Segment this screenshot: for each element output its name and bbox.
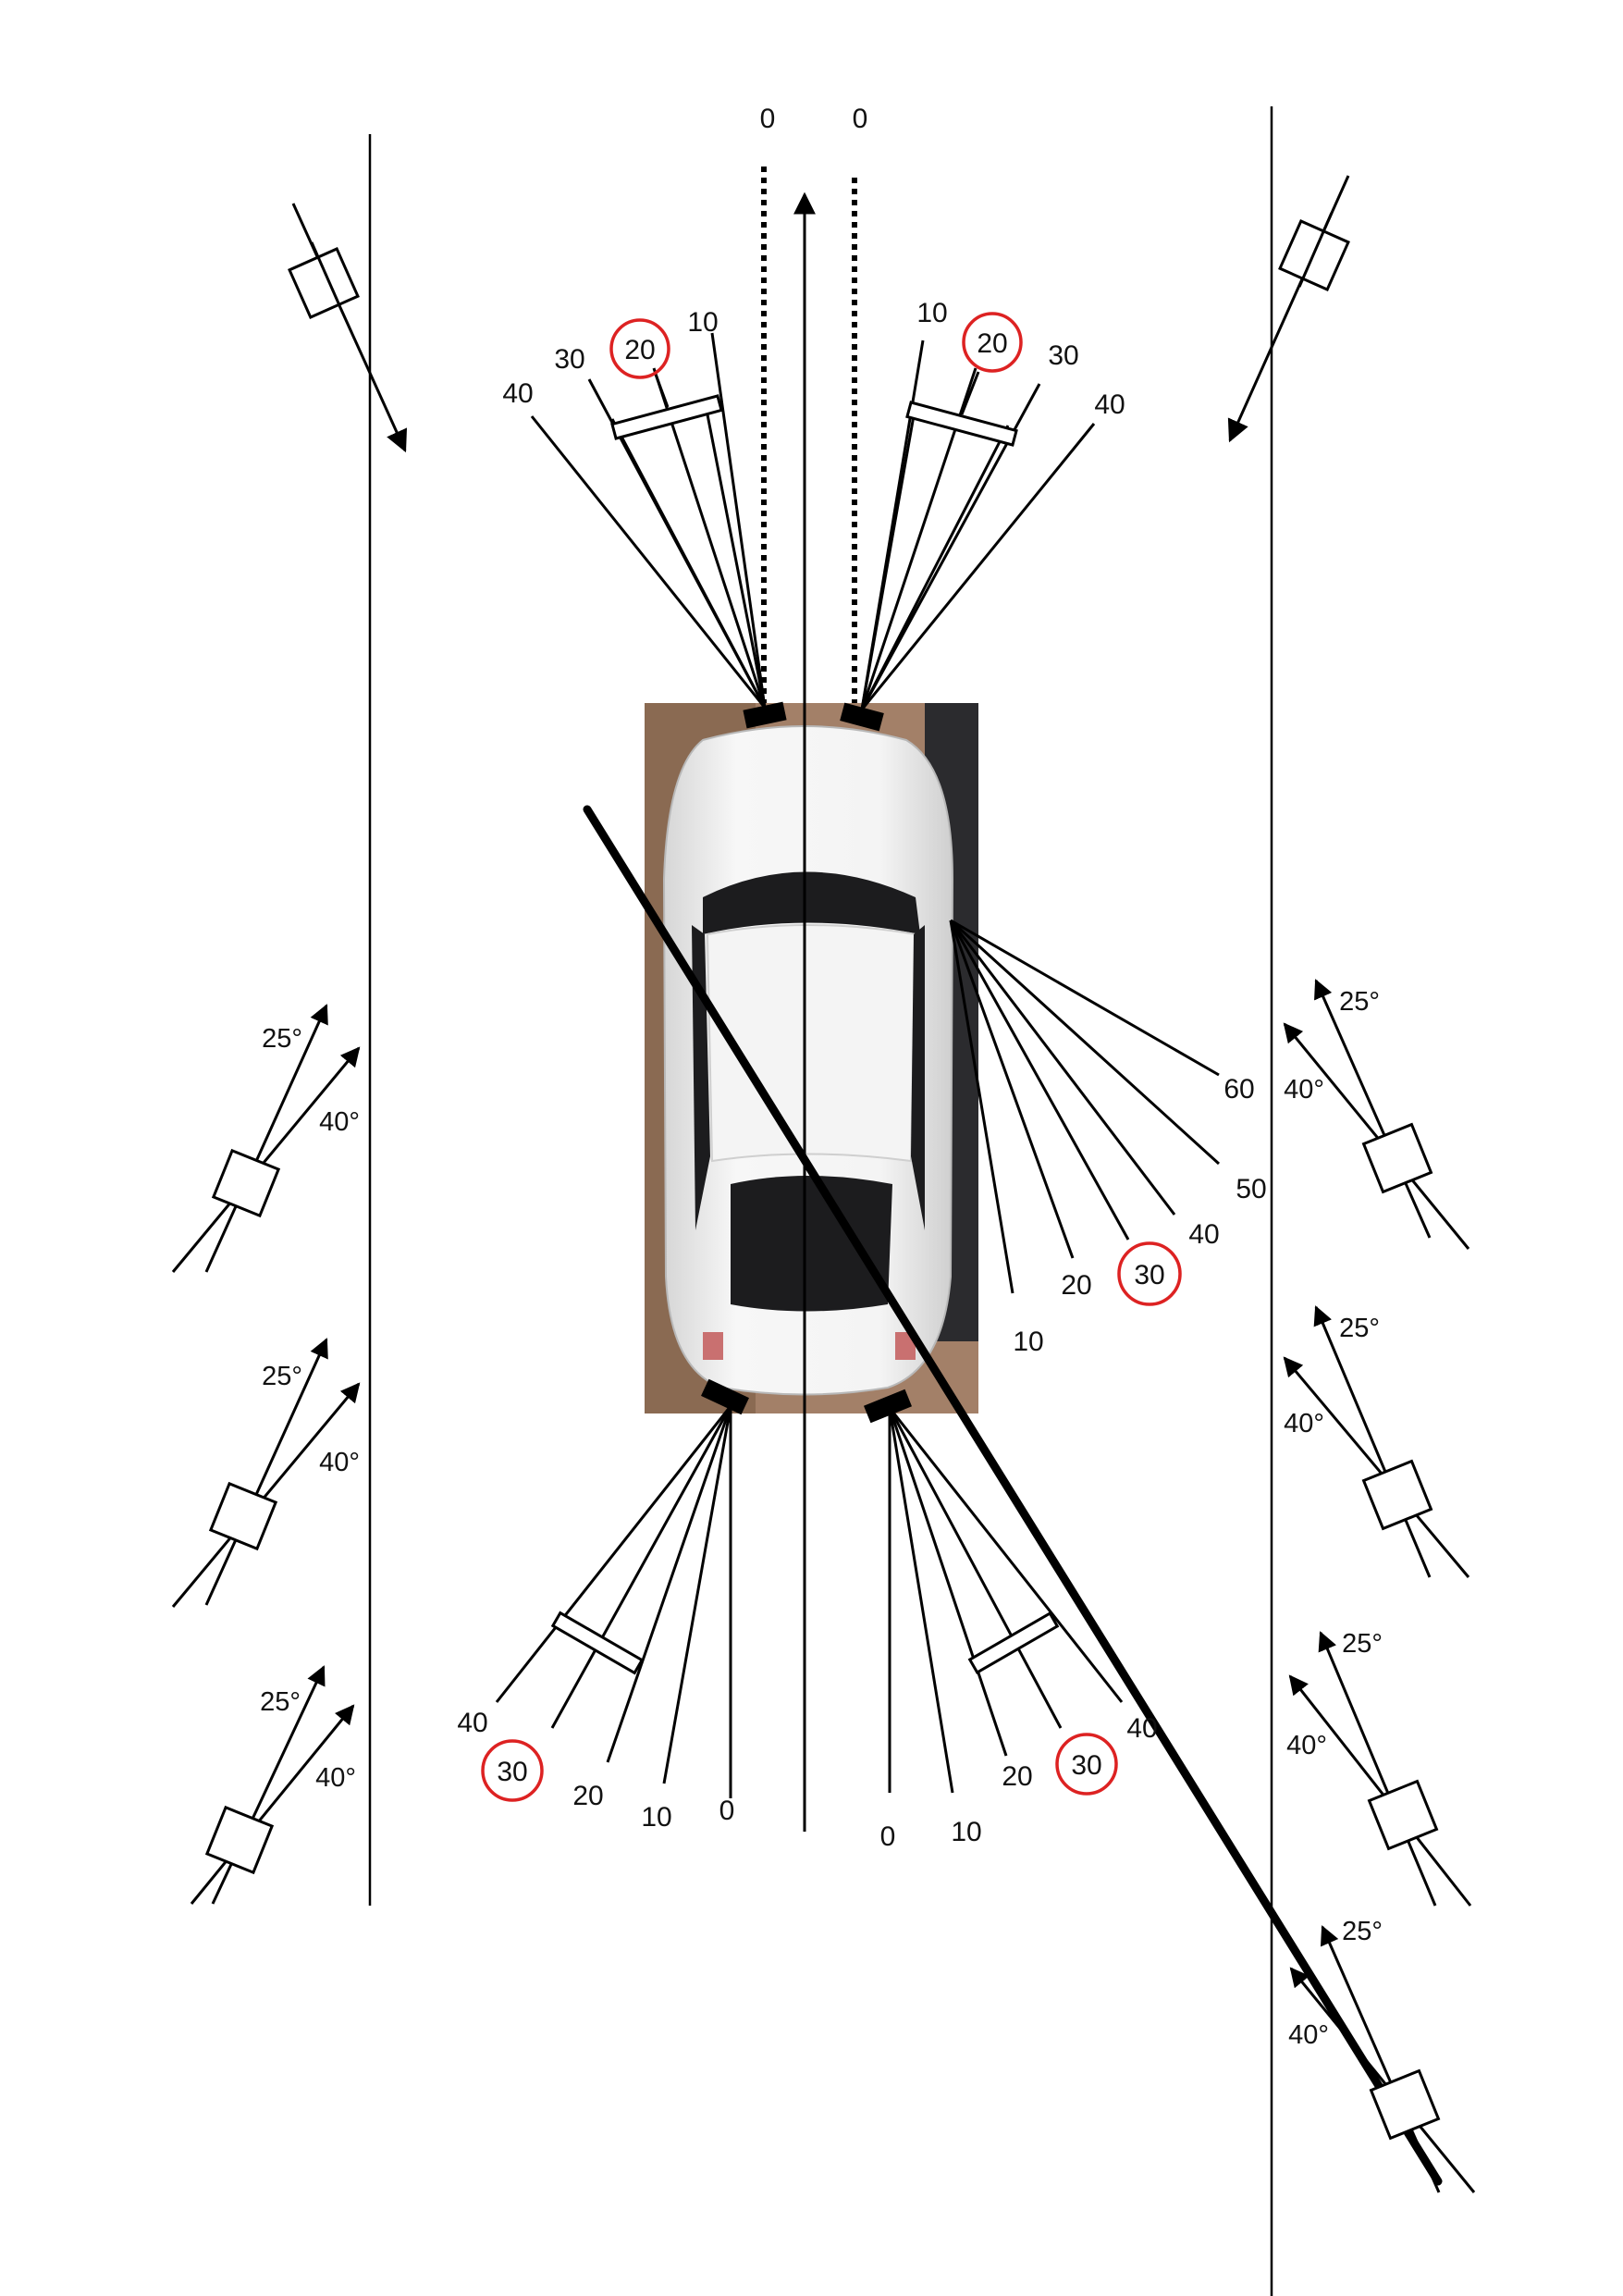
side-label-50: 50 [1236,1174,1266,1204]
fl-label-30: 30 [554,344,584,375]
right-target-3-angle-b: 40° [1286,1731,1327,1760]
fl-label-10: 10 [687,307,718,338]
right-target-2-angle-a: 25° [1339,1314,1380,1343]
pedestrian-box-icon [204,1805,275,1875]
rr-label-30: 30 [1071,1750,1101,1781]
front-axis-left-label: 0 [760,104,776,134]
fr-label-10: 10 [916,298,947,328]
car-windshield [703,871,920,934]
right-target-2: 25° 40° [1283,1305,1470,1578]
rear-left-sensor-fan: 30 40 20 10 0 [457,1378,749,1833]
rl-label-10: 10 [641,1802,671,1833]
car-left-taillight [703,1332,723,1360]
left-target-2-angle-a: 25° [262,1362,302,1391]
right-target-1-angle-b: 40° [1284,1075,1324,1105]
right-target-2-angle-b: 40° [1284,1409,1324,1438]
left-target-3-angle-b: 40° [315,1763,356,1793]
side-label-60: 60 [1223,1074,1254,1105]
left-target-2: 25° 40° [171,1338,361,1608]
fl-label-20: 20 [624,335,655,365]
front-left-sensor-fan: 20 10 30 40 [502,307,787,729]
fr-label-40: 40 [1094,389,1125,420]
car-roof [706,924,917,1163]
hatched-line-left [761,165,767,709]
front-right-sensor-icon [840,702,884,732]
front-left-sensor-icon [743,701,787,729]
rr-label-10: 10 [951,1817,981,1847]
front-right-highlight-ring [962,312,1023,373]
side-label-40: 40 [1188,1219,1219,1250]
right-target-1-angle-a: 25° [1339,987,1380,1017]
pedestrian-box-icon [1369,2068,1441,2141]
rear-right-sensor-icon [864,1389,912,1424]
pedestrian-box-icon [288,247,360,319]
rr-label-20: 20 [1002,1761,1032,1792]
right-target-1: 25° 40° [1283,979,1470,1250]
front-left-detect-bar [610,394,723,440]
side-label-30: 30 [1134,1260,1164,1290]
rl-label-40: 40 [457,1708,487,1738]
fr-label-20: 20 [977,328,1007,359]
pedestrian-box-icon [211,1148,281,1218]
diagonal-path-line [583,805,1443,2186]
right-target-3: 25° 40° [1286,1629,1472,1907]
front-axis-right-label: 0 [853,104,868,134]
front-right-detect-bar [905,401,1018,447]
car-right-taillight [895,1332,916,1360]
top-right-pedestrian-target [1227,175,1350,443]
rl-label-0: 0 [719,1796,735,1826]
pedestrian-box-icon [1361,1459,1433,1531]
right-target-4-angle-b: 40° [1288,2020,1329,2050]
rr-label-40: 40 [1126,1713,1157,1744]
pedestrian-box-icon [1367,1779,1439,1851]
rl-label-20: 20 [572,1781,603,1811]
right-side-sensor-fan: 30 60 50 40 20 10 [949,919,1267,1357]
rear-right-highlight-ring [1055,1733,1118,1796]
rear-left-highlight-ring [481,1739,544,1802]
left-target-1: 25° 40° [171,1004,361,1273]
left-target-1-angle-b: 40° [319,1107,360,1137]
pedestrian-box-icon [1361,1122,1433,1194]
car-rear-window [731,1176,892,1312]
fl-label-40: 40 [502,378,533,409]
rr-label-0: 0 [880,1821,896,1852]
hatched-line-right [852,174,857,709]
rl-label-30: 30 [497,1757,527,1787]
left-target-3-angle-a: 25° [260,1687,301,1717]
left-target-1-angle-a: 25° [262,1024,302,1054]
side-highlight-ring [1117,1241,1182,1306]
front-right-sensor-fan: 20 10 30 40 [840,298,1125,732]
right-target-3-angle-a: 25° [1342,1629,1383,1659]
pedestrian-box-icon [208,1481,278,1551]
car-right-windows [911,925,925,1230]
front-center-zero-lines: 0 0 [760,104,868,709]
rear-right-sensor-fan: 30 0 10 20 40 [864,1389,1158,1852]
rear-left-sensor-icon [701,1378,749,1415]
side-label-10: 10 [1013,1327,1043,1357]
rear-right-detect-bar [967,1611,1060,1674]
car-top-view-icon [645,703,978,1413]
fr-label-30: 30 [1048,340,1078,371]
top-left-pedestrian-target [288,203,408,453]
front-left-highlight-ring [609,318,670,379]
left-target-3: 25° 40° [190,1665,356,1905]
rear-left-detect-bar [550,1611,645,1675]
side-label-20: 20 [1061,1270,1091,1301]
right-target-4-angle-a: 25° [1342,1917,1383,1946]
left-target-2-angle-b: 40° [319,1448,360,1477]
right-target-4: 25° 40° [1288,1917,1476,2193]
